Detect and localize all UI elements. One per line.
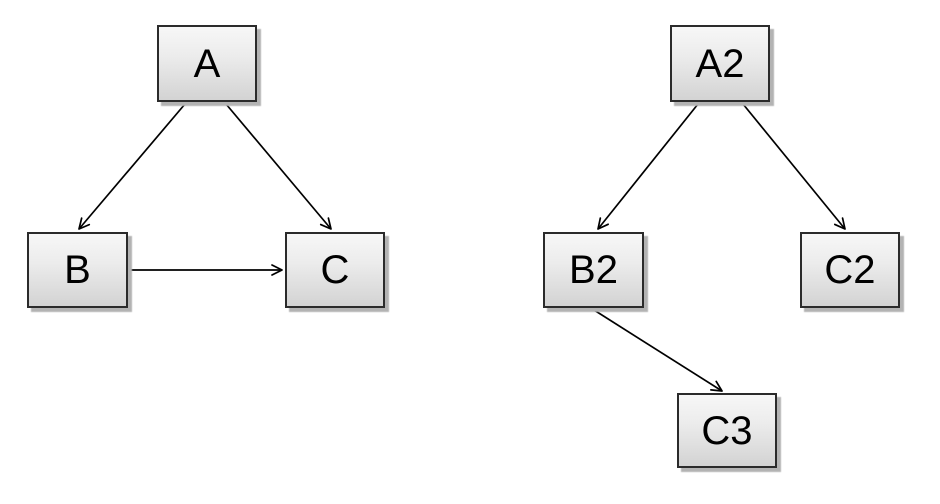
node-a2: A2 — [670, 25, 770, 102]
edge-a-to-c — [225, 103, 332, 230]
node-c2: C2 — [800, 232, 900, 308]
node-a: A — [157, 25, 257, 102]
node-c3: C3 — [677, 393, 777, 468]
node-c: C — [285, 232, 385, 308]
node-a2-label: A2 — [695, 41, 745, 86]
node-b2: B2 — [543, 232, 644, 308]
node-c2-label: C2 — [824, 248, 876, 292]
node-b-label: B — [64, 248, 91, 292]
edge-a2-to-b2 — [597, 103, 699, 230]
edge-a-to-b — [78, 103, 186, 230]
edge-b2-to-c3 — [593, 309, 723, 392]
node-c3-label: C3 — [701, 408, 753, 453]
node-b2-label: B2 — [569, 248, 618, 292]
node-c-label: C — [320, 248, 350, 292]
node-a-label: A — [193, 41, 221, 86]
node-b: B — [27, 232, 128, 308]
edge-a2-to-c2 — [742, 103, 846, 230]
